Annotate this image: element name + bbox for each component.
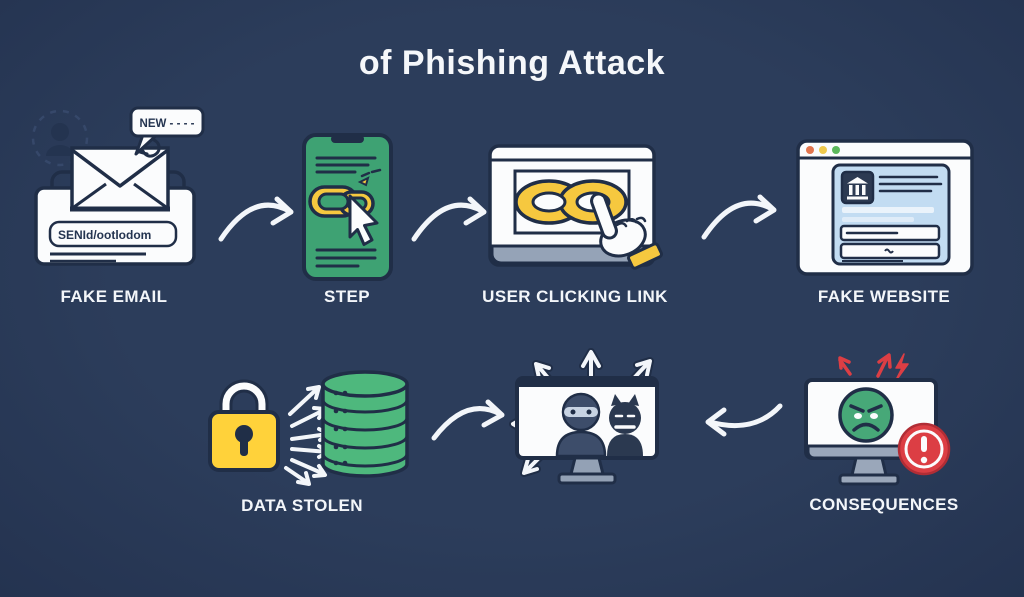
warning-badge-icon (897, 422, 951, 476)
sparkle-icon (357, 168, 382, 187)
sender-address-field: SENId/ootlodom (48, 220, 178, 248)
lock-to-database-icon (200, 362, 415, 487)
text-lines-top (315, 156, 377, 174)
bubble-text: NEW - - - - (140, 118, 195, 130)
phone-malicious-link-icon (300, 132, 395, 282)
hook-icon (138, 138, 161, 158)
padlock-icon (208, 379, 280, 472)
step-label-step: STEP (323, 287, 371, 306)
step-label-fake-email: FAKE EMAIL (60, 287, 168, 306)
phishing-email-graphic: NEW - - - - SENId/ootlodom (31, 106, 205, 266)
highlight-bar (842, 217, 914, 222)
hacker-broadcast-monitor-icon (503, 340, 673, 490)
browser-link-click-icon (487, 143, 663, 283)
new-message-bubble: NEW - - - - (129, 106, 205, 156)
cursor-icon (348, 194, 379, 246)
devil-silhouette-icon (607, 394, 643, 456)
angry-face-icon (838, 387, 894, 443)
username-field (839, 224, 941, 242)
envelope-icon (70, 146, 170, 212)
sender-address-text: SENId/ootlodom (58, 228, 151, 242)
bank-icon (840, 170, 875, 205)
page-title: of Phishing Attack (358, 44, 666, 82)
flow-arrow-right-icon (406, 183, 498, 249)
clicking-hand-icon (590, 192, 663, 270)
flow-arrow-right-icon (696, 181, 788, 247)
monitor-stand (557, 456, 617, 485)
password-field (839, 242, 941, 260)
step-label-data-stolen: DATA STOLEN (241, 496, 363, 515)
hacker-icon (555, 392, 607, 458)
traffic-light-dots-icon (806, 146, 840, 154)
step-label-user-clicking-link: USER CLICKING LINK (482, 287, 668, 306)
impact-marks-icon (838, 353, 909, 383)
phone-notch (331, 135, 364, 143)
fake-login-window-icon (795, 138, 975, 280)
flow-arrow-right-icon (426, 386, 518, 448)
flow-arrow-right-icon (213, 183, 305, 249)
person-silhouette-icon (31, 109, 89, 167)
highlight-bar (842, 207, 934, 213)
text-lines (878, 175, 943, 193)
flow-arrow-left-icon (696, 386, 788, 448)
monitor-topbar (517, 378, 657, 387)
monitor-stand (838, 456, 900, 486)
database-icon (321, 370, 409, 478)
alert-monitor-icon (798, 350, 968, 490)
text-lines-bottom (315, 248, 377, 268)
step-label-fake-website: FAKE WEBSITE (817, 287, 951, 306)
phishing-email-icon: NEW - - - - SENId/ootlodom (28, 102, 208, 282)
step-label-consequences: CONSEQUENCES (809, 495, 959, 514)
